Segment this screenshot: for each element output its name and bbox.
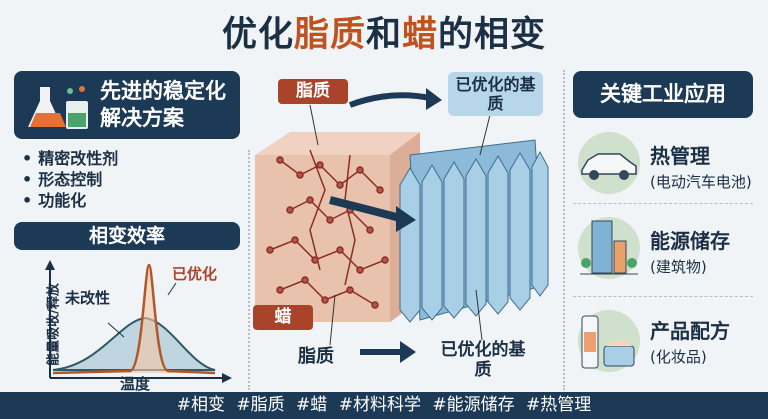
title-highlight: 蜡 [402,15,439,55]
bullet-item: 功能化 [22,190,118,211]
optimized-matrix-label: 已优化的基质 [448,72,543,116]
app-title: 能源储存 [650,229,730,253]
optimized-label: 已优化 [172,265,218,283]
title-part: 的相变 [438,15,547,55]
arrow-middle [329,196,402,222]
app-item-energy: 能源储存 (建筑物) [650,225,730,277]
unmodified-curve [52,316,216,371]
applications-header: 关键工业应用 [573,71,753,118]
molecule-network [266,149,389,309]
arrow-top [348,92,431,108]
page-title: 优化脂质和蜡的相变 [0,6,768,57]
cosmetics-icon [578,310,640,372]
building-icon [578,217,640,279]
app-item-formulation: 产品配方 (化妆品) [650,315,730,367]
title-part: 和 [365,15,402,55]
lipid-label: 脂质 [278,79,348,104]
stabilization-title: 先进的稳定化解决方案 [100,79,226,130]
app-title: 产品配方 [650,319,730,343]
car-icon [578,132,640,194]
lab-flask-icon [28,86,88,129]
crystal-array [399,139,549,323]
hashtag[interactable]: #蜡 [296,395,328,415]
stabilization-header: 先进的稳定化解决方案 [14,71,240,139]
bullet-item: 形态控制 [22,169,118,190]
app-subtitle: (电动汽车电池) [650,173,752,191]
bullet-list: 精密改性剂 形态控制 功能化 [22,148,118,211]
app-item-thermal: 热管理 (电动汽车电池) [650,140,752,192]
divider [573,296,753,297]
hashtag[interactable]: #能源储存 [432,395,515,415]
app-subtitle: (建筑物) [650,258,707,276]
efficiency-header: 相变效率 [14,222,240,250]
bullet-item: 精密改性剂 [22,148,118,169]
hashtag[interactable]: #材料科学 [338,395,421,415]
efficiency-chart: 能量吸收/释放 未改性 已优化 温度 [10,255,240,393]
title-highlight: 脂质 [293,15,366,55]
divider [573,203,753,204]
optimized-curve [52,263,216,375]
divider [248,150,250,390]
optimized-matrix-caption: 已优化的基质 [440,340,526,380]
hashtag[interactable]: #脂质 [236,395,285,415]
title-part: 优化 [221,15,294,55]
app-subtitle: (化妆品) [650,348,707,366]
unmodified-label: 未改性 [65,289,111,307]
x-axis-label: 温度 [120,375,151,393]
app-title: 热管理 [650,144,710,168]
hashtag[interactable]: #热管理 [526,395,592,415]
divider [563,70,565,390]
hashtag-footer: #相变 #脂质 #蜡 #材料科学 #能源储存 #热管理 [0,392,768,419]
lipid-caption: 脂质 [298,346,334,367]
wax-label: 蜡 [253,305,313,330]
phase-change-illustration [255,88,549,363]
y-axis-label: 能量吸收/释放 [46,283,62,366]
hashtag[interactable]: #相变 [176,395,225,415]
